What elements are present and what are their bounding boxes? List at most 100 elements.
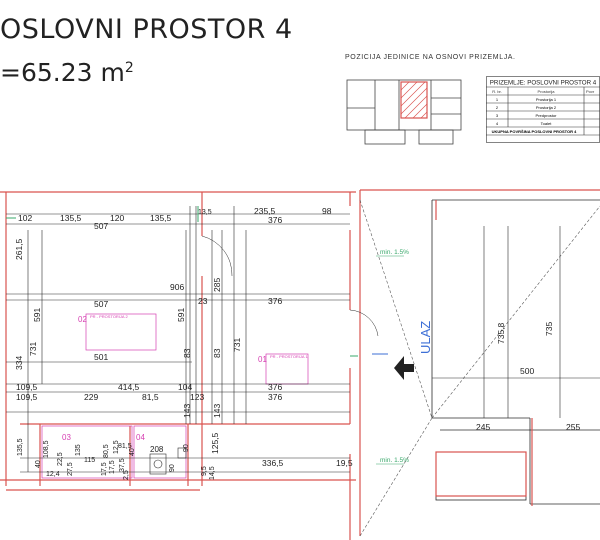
legend-row-no: 2	[496, 105, 499, 110]
dim-label: 40	[129, 448, 136, 456]
dim-label: 414,5	[118, 382, 140, 392]
dim-label: 507	[94, 299, 108, 309]
dim-label: 104	[178, 382, 192, 392]
dim-label: 376	[268, 382, 282, 392]
dim-label: 501	[94, 352, 108, 362]
area-exponent: 2	[124, 60, 134, 76]
dim-label: 591	[176, 308, 186, 322]
dim-label: 376	[268, 296, 282, 306]
dim-label: 135	[75, 444, 82, 456]
main-walls	[0, 191, 356, 540]
dim-label: 123	[190, 392, 204, 402]
dim-label: 17,5	[109, 460, 116, 474]
room-number: 04	[136, 433, 145, 442]
dim-label: 23	[198, 296, 208, 306]
legend-title: PRIZEMLJE: POSLOVNI PROSTOR 4	[490, 80, 597, 87]
dim-label: 135,5	[150, 213, 172, 223]
dim-label: 334	[14, 356, 24, 370]
dim-label: 376	[268, 392, 282, 402]
dim-label: 90	[169, 464, 176, 472]
dim-label: 27,5	[67, 462, 74, 476]
annex-outline	[431, 199, 600, 505]
dim-label: 102	[18, 213, 32, 223]
dimension-labels: 102 135,5 120 135,5 13,5 235,5 98 507 37…	[16, 206, 580, 468]
dim-label: 98	[322, 206, 332, 216]
dim-label: 500	[520, 366, 534, 376]
page-title: OSLOVNI PROSTOR 4	[0, 14, 293, 45]
dim-label: 143	[182, 404, 192, 418]
room-tag-04: 04	[136, 433, 145, 442]
room-tag-02: 02 PR - PROSTORIJA 2	[78, 314, 128, 324]
dim-label: 285	[212, 278, 222, 292]
area-prefix: =	[0, 58, 21, 87]
dim-label: 906	[170, 282, 184, 292]
entrance-label: ULAZ	[418, 321, 433, 354]
annex-red-outline	[359, 189, 600, 536]
legend-row-room: Prostorija 2	[536, 105, 557, 110]
legend-row-no: 3	[496, 113, 499, 118]
dim-label: 9,5	[201, 466, 208, 476]
legend-col-area: Povr	[586, 89, 595, 94]
dim-label: 2,5	[123, 470, 130, 480]
position-label: POZICIJA JEDINICE NA OSNOVI PRIZEMLJA.	[345, 54, 516, 61]
legend-total: UKUPNA POVRŠINA POSLOVNI PROSTOR 4	[492, 129, 578, 134]
dim-label: 507	[94, 221, 108, 231]
slope-lines	[359, 199, 600, 537]
key-plan-outline	[346, 79, 462, 131]
dim-label: 90	[183, 444, 190, 452]
dim-label: 80,5	[103, 444, 110, 458]
room-number: 03	[62, 433, 71, 442]
legend-col-room: Prostorija	[538, 89, 556, 94]
dim-label: 22,5	[57, 452, 64, 466]
dim-label: 735	[544, 322, 554, 336]
dim-label: 735,8	[496, 322, 506, 344]
dim-label: 108,5	[43, 440, 50, 458]
dim-label: 120	[110, 213, 124, 223]
floor-plan: ULAZ min. 1.5% min. 1.5% 02 PR - PROSTOR…	[0, 189, 600, 540]
area-value: 65.23 m	[20, 58, 125, 87]
dim-label: 17,5	[101, 462, 108, 476]
room-tag-03: 03	[62, 433, 71, 442]
dim-label: 255	[566, 422, 580, 432]
room-name: PR - PROSTORIJA 1	[270, 354, 308, 359]
legend-row-no: 1	[496, 97, 499, 102]
dim-label: 83	[212, 348, 222, 358]
dim-label: 14,5	[209, 466, 216, 480]
slope-label: min. 1.5%	[380, 249, 409, 256]
bathroom-fixtures	[149, 447, 187, 475]
dim-label: 261,5	[14, 238, 24, 260]
dim-label: 40	[35, 460, 42, 468]
room-tag-01: 01 PR - PROSTORIJA 1	[258, 354, 308, 364]
dim-label: 135,5	[60, 213, 82, 223]
dim-label: 109,5	[16, 392, 38, 402]
dim-label: 235,5	[254, 206, 276, 216]
area-readout: =65.23 m2	[0, 58, 134, 87]
dim-label: 731	[28, 342, 38, 356]
dim-label: 125,5	[210, 432, 220, 454]
key-plan-highlight	[400, 81, 428, 119]
vertical-dimension-labels: 261,5 591 731 334 906 591 285 83 83 143 …	[14, 238, 554, 454]
legend-table: PRIZEMLJE: POSLOVNI PROSTOR 4 R. br. Pro…	[486, 76, 600, 143]
dim-label: 19,5	[336, 458, 353, 468]
legend-row-no: 4	[496, 121, 499, 126]
legend-col-no: R. br.	[492, 89, 502, 94]
cut-marks	[6, 206, 358, 357]
dim-label: 115	[84, 457, 95, 464]
door-swings	[201, 235, 379, 337]
dim-label: 245	[476, 422, 490, 432]
dim-label: 336,5	[262, 458, 284, 468]
dimension-lines	[6, 206, 600, 473]
bathroom-dimension-labels: 135,5 108,5 40 115 135 17,5 80,5 37,5 12…	[17, 438, 216, 480]
room-name: PR - PROSTORIJA 2	[90, 314, 128, 319]
slope-label: min. 1.5%	[380, 457, 409, 464]
dim-label: 12,4	[46, 471, 60, 478]
dim-label: 591	[32, 308, 42, 322]
dim-label: 81,5	[142, 392, 159, 402]
key-plan	[346, 79, 462, 145]
room-number: 01	[258, 355, 267, 364]
dim-label: 13,5	[198, 209, 212, 216]
dim-label: 143	[212, 404, 222, 418]
entrance-arrow-icon	[394, 356, 414, 380]
legend-row-room: Toalet	[541, 121, 553, 126]
legend-row-room: Predprostor	[536, 113, 558, 118]
